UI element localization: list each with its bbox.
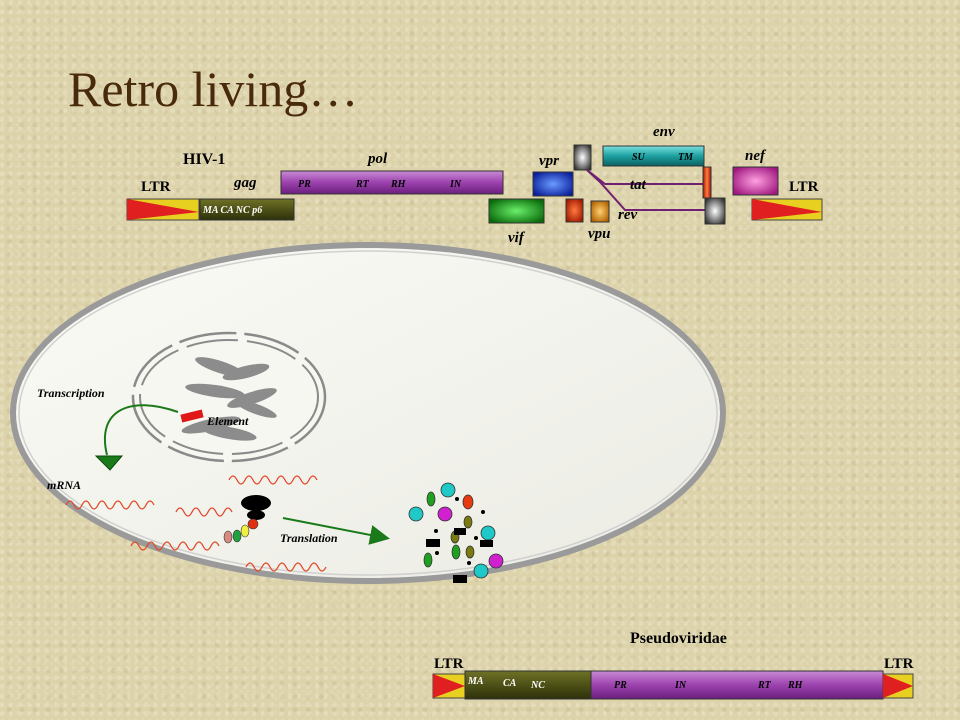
pseudo-domain-rt: RT: [757, 680, 772, 691]
gag-domains: MA CA NC p6: [202, 205, 262, 216]
nascent-peptide: [223, 518, 259, 544]
env-box: [602, 145, 705, 167]
vpr-box: [532, 171, 574, 197]
vpu-box: [590, 200, 610, 223]
element-marker: [180, 409, 204, 423]
translation-arrow: [282, 517, 390, 545]
vif-label: vif: [508, 230, 526, 246]
hiv-ltr-left-label: LTR: [141, 179, 171, 195]
pseudo-domain-nc: NC: [530, 680, 545, 691]
transcription-label: Transcription: [37, 386, 105, 400]
tat-exon2-box: [702, 166, 712, 199]
pseudo-ltr-right-label: LTR: [884, 656, 914, 672]
mrna-label: mRNA: [47, 478, 81, 492]
env-label: env: [653, 124, 675, 140]
cell-membrane-inner: [18, 250, 718, 576]
tat-label: tat: [630, 177, 647, 193]
pseudo-name: Pseudoviridae: [630, 630, 727, 647]
tat-rev-exon1: [573, 144, 592, 171]
pseudo-domain-ca: CA: [503, 678, 517, 689]
transcription-arrowhead: [94, 455, 124, 471]
pseudo-ltr-left: [432, 673, 466, 699]
pol-domain-rt: RT: [355, 179, 370, 190]
tat-exon-box: [565, 198, 584, 223]
pseudo-domain-rh: RH: [787, 680, 804, 691]
rev-label: rev: [618, 207, 637, 223]
pol-domain-in: IN: [449, 179, 462, 190]
nef-label: nef: [745, 148, 767, 164]
gag-box: [199, 198, 295, 221]
page-title: Retro living…: [68, 61, 358, 117]
splice-lines: [586, 169, 706, 211]
hiv-ltr-left: [126, 198, 200, 221]
pseudo-domain-in: IN: [674, 680, 687, 691]
env-domain-tm: TM: [678, 152, 694, 163]
chromosomes: [181, 357, 277, 441]
hiv-ltr-right: [751, 198, 823, 221]
gag-label: gag: [233, 175, 257, 191]
vpu-label: vpu: [588, 226, 611, 242]
pol-domain-pr: PR: [298, 179, 311, 190]
cell-membrane: [10, 242, 726, 584]
hiv-name: HIV-1: [183, 151, 225, 168]
hiv-ltr-right-label: LTR: [789, 179, 819, 195]
protein-dots: [426, 497, 493, 583]
pseudo-ltr-right: [882, 673, 914, 699]
vpr-label: vpr: [539, 153, 559, 169]
translation-label: Translation: [280, 531, 338, 545]
nef-box: [732, 166, 779, 196]
ribosome: [241, 495, 271, 520]
rev-exon2-box: [704, 197, 726, 225]
pseudo-ltr-left-label: LTR: [434, 656, 464, 672]
pol-box: [280, 170, 504, 195]
pseudo-domain-pr: PR: [614, 680, 627, 691]
pseudo-gag-box: [464, 670, 592, 700]
pol-label: pol: [366, 151, 388, 167]
pseudo-domain-ma: MA: [467, 676, 484, 687]
mrna-strands: [65, 475, 327, 572]
transcription-arrow: [104, 404, 179, 456]
pol-domain-rh: RH: [390, 179, 407, 190]
element-label: Element: [206, 414, 249, 428]
pseudo-pol-box: [590, 670, 884, 700]
vif-box: [488, 198, 545, 224]
env-domain-su: SU: [632, 152, 646, 163]
